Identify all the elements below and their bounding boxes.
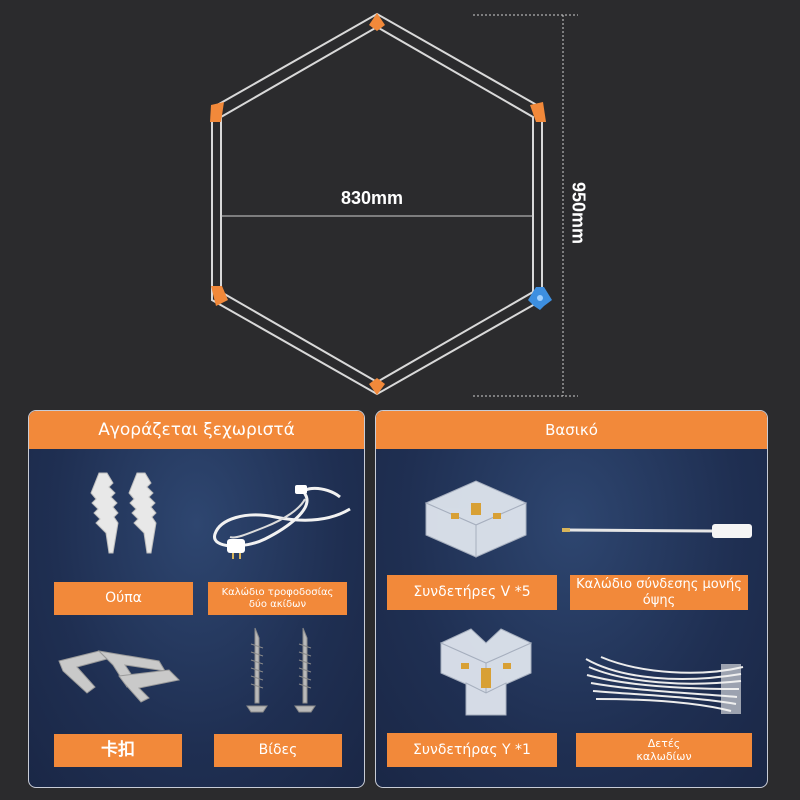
purchased-separately-panel: Αγοράζεται ξεχωριστά Ούπα Καλώδιο τροφοδ… xyxy=(28,410,365,788)
width-label: 830mm xyxy=(341,188,404,208)
power-cable-label: Καλώδιο τροφοδοσίας δύο ακίδων xyxy=(208,582,347,615)
mounting-clip-icon xyxy=(58,650,181,703)
connection-cable-icon xyxy=(562,524,752,538)
panel-title: Βασικό xyxy=(376,411,767,449)
v-connector-bottom-left xyxy=(211,286,228,306)
cable-ties-icon xyxy=(585,656,744,714)
v-connector-icon xyxy=(424,480,528,558)
connection-cable-label: Καλώδιο σύνδεσης μονής όψης xyxy=(570,575,748,610)
hexagon-dimension-diagram xyxy=(210,12,578,397)
mounting-clip-label: 卡扣 xyxy=(54,734,182,767)
y-connector-bottom-right xyxy=(528,287,552,310)
height-label: 950mm xyxy=(568,181,589,245)
v-connector-bottom xyxy=(369,378,385,395)
wall-anchor-icon xyxy=(90,472,157,554)
panel-title: Αγοράζεται ξεχωριστά xyxy=(29,411,364,449)
basic-contents-panel: Βασικό Συνδετήρες V *5 Καλώδιο σύνδεσης … xyxy=(375,410,768,788)
v-connector-top-left xyxy=(210,102,224,122)
v-connector-top-right xyxy=(530,102,546,122)
screw-icon xyxy=(246,627,316,713)
wall-anchor-label: Ούπα xyxy=(54,582,193,615)
v-connector-label: Συνδετήρες V *5 xyxy=(387,575,557,610)
y-connector-label: Συνδετήρας Y *1 xyxy=(387,733,557,767)
screw-label: Βίδες xyxy=(214,734,342,767)
power-cable-icon xyxy=(213,485,351,559)
cable-ties-label: Δετές καλωδίων xyxy=(576,733,752,767)
v-connector-top xyxy=(369,13,385,31)
y-connector-icon xyxy=(439,628,533,716)
